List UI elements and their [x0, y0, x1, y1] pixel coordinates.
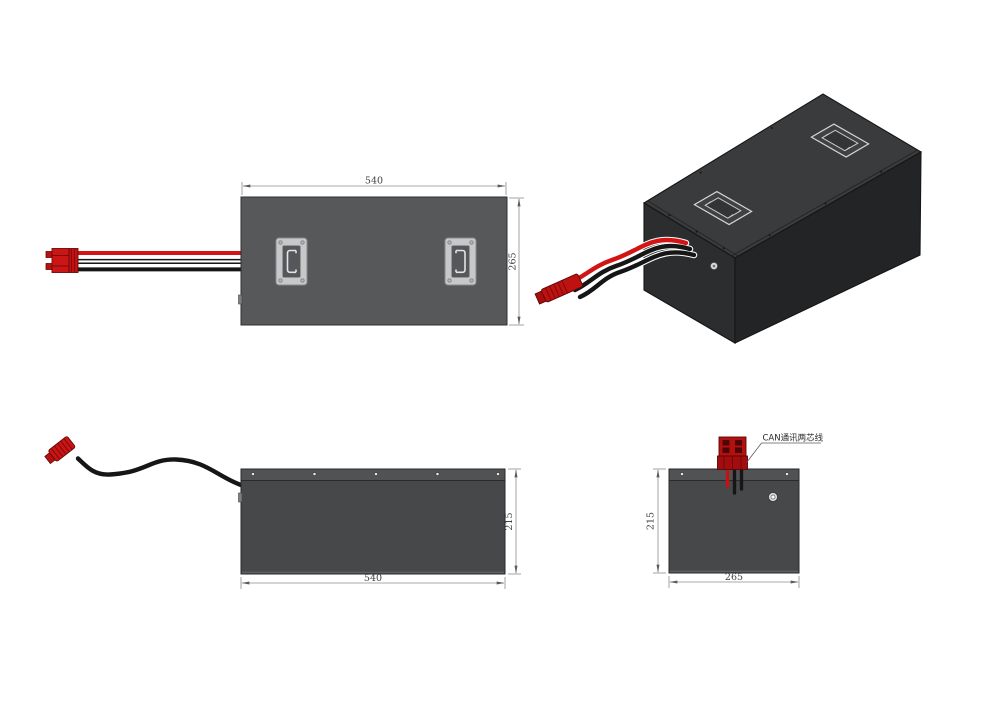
front-top-flange [241, 469, 505, 480]
dim-265-right-label: 265 [508, 252, 519, 270]
dim-540-bottom [240, 577, 506, 589]
iso-handle-front [693, 190, 753, 226]
dim-265-right [509, 197, 524, 326]
iso-handle-back [810, 123, 870, 158]
dim-540-bottom-label: 540 [364, 573, 382, 584]
lid-seam-left [647, 200, 739, 257]
dim-215-right [508, 468, 521, 575]
lift-handle-left [275, 237, 308, 286]
side-view: CAN通讯两芯线 215 265 [646, 433, 824, 588]
dim-265-bottom-label: 265 [725, 572, 743, 583]
dim-540-top [241, 182, 507, 195]
top-view: 540 265 [45, 176, 524, 326]
lid-screws [668, 127, 883, 250]
can-label: CAN通讯两芯线 [763, 433, 824, 444]
can-label-leader [746, 442, 821, 463]
front-anderson-connector [44, 436, 76, 465]
side-tab-top-view [238, 294, 243, 305]
iso-indicator-button [710, 261, 719, 270]
lift-handle-right [444, 237, 477, 286]
dim-265-bottom [668, 576, 800, 588]
side-indicator-button [767, 491, 779, 503]
side-tab-front-view [238, 492, 243, 503]
front-flange-screws [251, 472, 500, 476]
dim-540-top-label: 540 [365, 176, 383, 187]
isometric-view [534, 93, 923, 344]
iso-right-face [734, 151, 922, 344]
anderson-connector-top-view [45, 248, 79, 273]
lid-seam-right [731, 149, 918, 257]
iso-power-cables [566, 236, 698, 301]
can-connector [717, 436, 748, 470]
battery-body-front-view [240, 468, 506, 575]
dim-215-right-label: 215 [504, 512, 515, 530]
iso-anderson-connector [534, 273, 583, 305]
front-view: 215 540 [44, 436, 521, 589]
dim-215-left [653, 468, 666, 574]
power-wires-top-view [75, 251, 241, 272]
dim-215-left-label: 215 [646, 512, 657, 530]
side-flange-screws [680, 472, 789, 476]
front-cable [75, 456, 244, 488]
